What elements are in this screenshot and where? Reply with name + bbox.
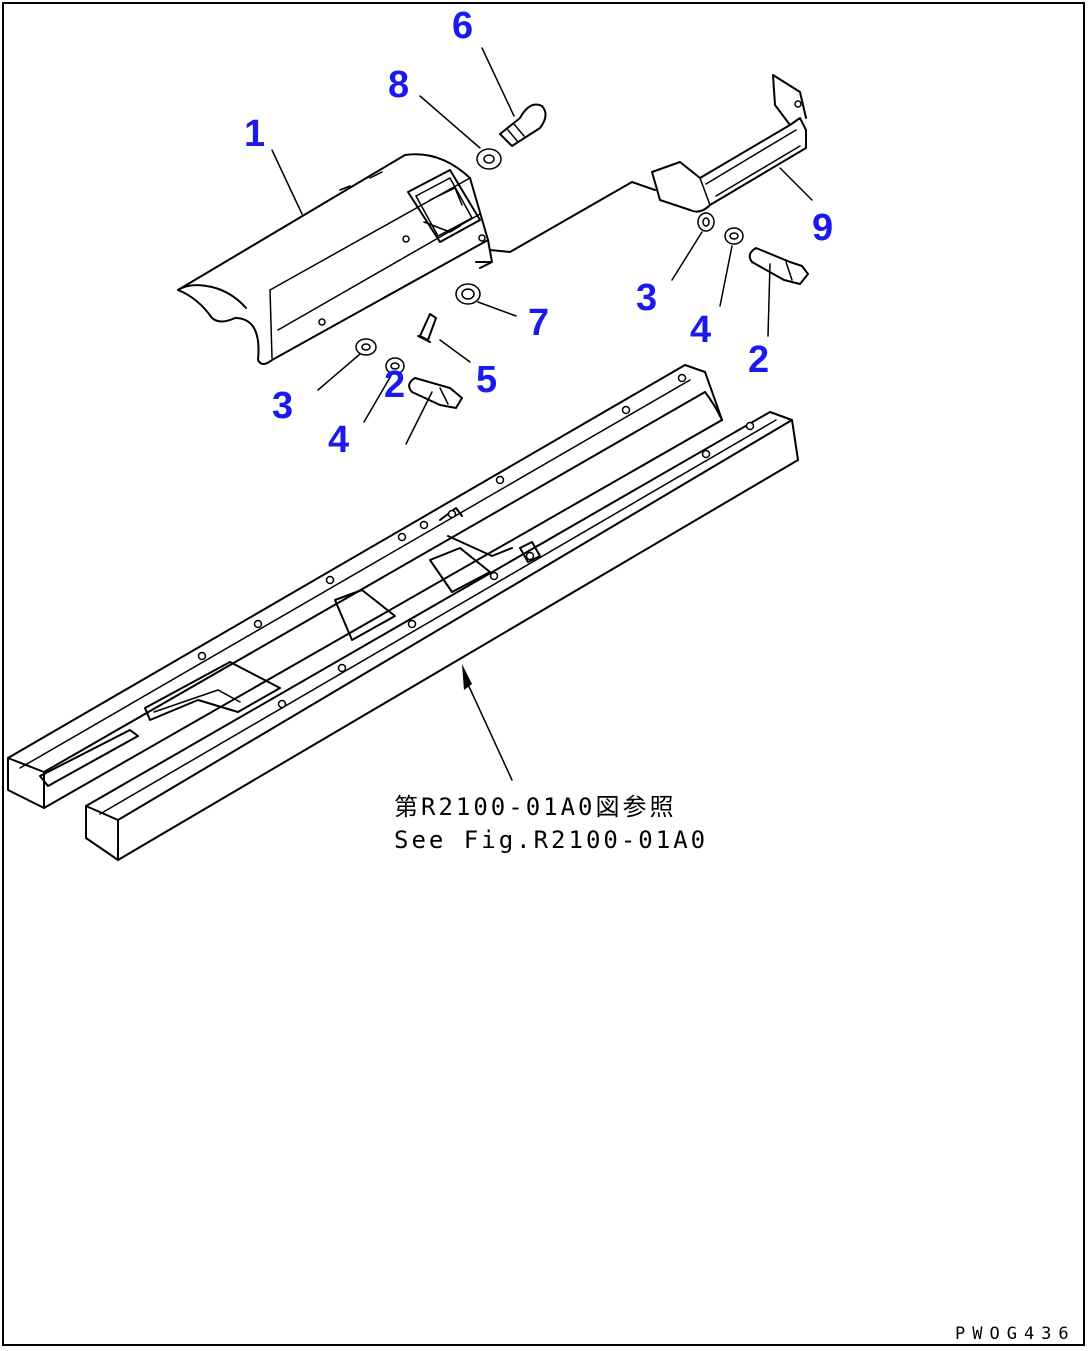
callout-1: 1 [244, 113, 265, 155]
callout-labels: 1 2 2 3 3 4 4 5 6 7 8 9 [244, 5, 833, 461]
part-cover-1 [177, 153, 493, 365]
part-bolt-2a [408, 377, 463, 409]
callout-2b: 2 [748, 339, 769, 381]
callout-3b: 3 [636, 277, 657, 319]
link-line [489, 181, 656, 253]
part-washer-3b [697, 212, 715, 232]
part-washer-3a [355, 338, 377, 356]
callout-7: 7 [528, 302, 549, 344]
leader-lines [271, 47, 813, 781]
callout-8: 8 [388, 64, 409, 106]
part-lockwasher-4a [385, 357, 405, 375]
part-nut-7 [455, 283, 481, 305]
part-bracket-9 [651, 74, 807, 213]
callout-3a: 3 [272, 385, 293, 427]
reference-note-jp: 第R2100-01A0図参照 [394, 793, 677, 821]
reference-note: 第R2100-01A0図参照 See Fig.R2100-01A0 [394, 793, 708, 854]
part-washer-8 [476, 148, 502, 170]
callout-4b: 4 [690, 309, 711, 351]
drawing-code: PWOG436 [955, 1324, 1076, 1344]
frame-rails [7, 364, 799, 861]
callout-5: 5 [476, 359, 497, 401]
callout-6: 6 [452, 5, 473, 47]
part-pin-5 [417, 313, 437, 343]
part-bolt-6 [499, 103, 547, 147]
callout-2a: 2 [384, 364, 405, 406]
callout-9: 9 [812, 207, 833, 249]
part-lockwasher-4b [724, 227, 744, 245]
reference-note-en: See Fig.R2100-01A0 [394, 826, 708, 854]
part-bolt-2b [748, 247, 809, 285]
callout-4a: 4 [328, 419, 349, 461]
